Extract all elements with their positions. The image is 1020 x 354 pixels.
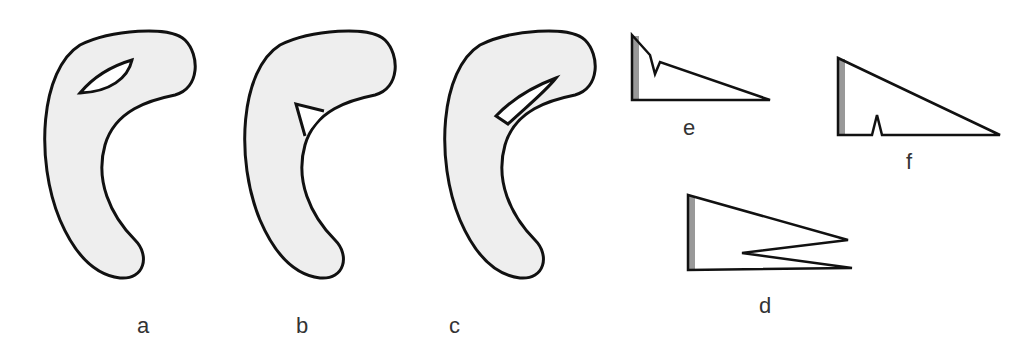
figure-letter: d <box>759 295 771 317</box>
wedge-d <box>688 195 852 270</box>
wedge-f <box>838 58 1000 135</box>
figure-letter: b <box>296 315 308 337</box>
tear-hole <box>80 60 132 93</box>
figure-letter: e <box>683 117 695 139</box>
flap-slit <box>496 78 556 124</box>
meniscus-b <box>245 31 396 278</box>
radial-notch-edge <box>296 104 324 136</box>
figure-letter: a <box>137 315 149 337</box>
wedge-e <box>632 35 770 100</box>
meniscus-a <box>45 31 196 278</box>
figure-letter: c <box>449 315 460 337</box>
radial-notch <box>296 104 326 138</box>
figure-letter: f <box>906 151 912 173</box>
meniscus-c <box>445 31 596 278</box>
